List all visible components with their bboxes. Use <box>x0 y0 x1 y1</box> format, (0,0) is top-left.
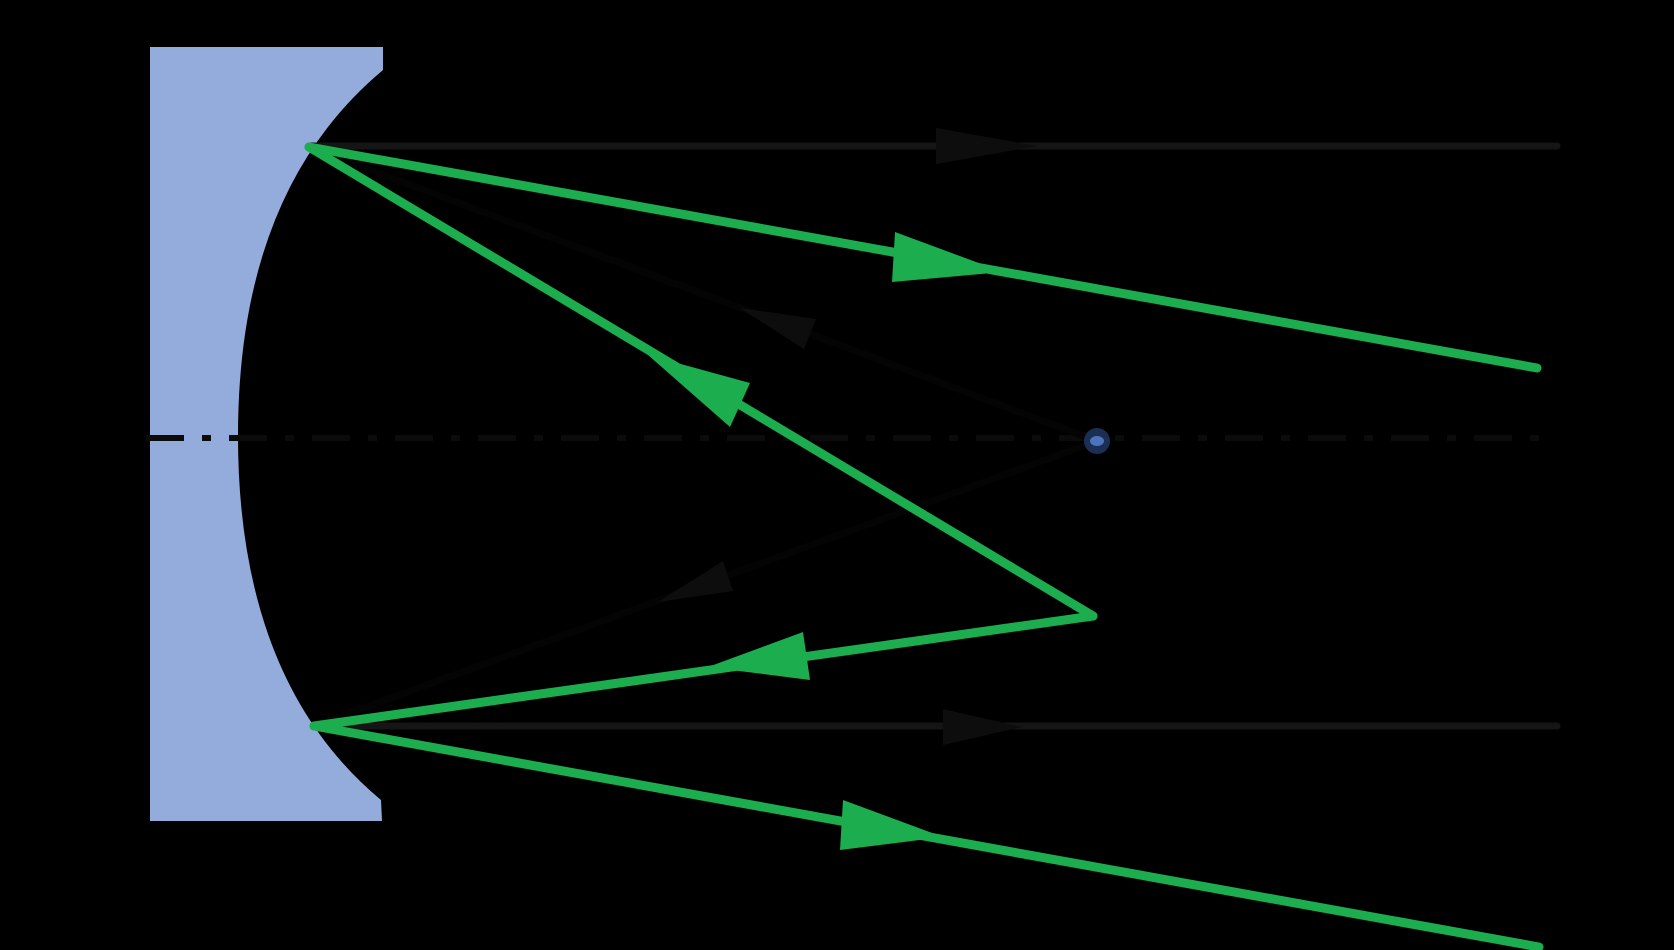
green-arrowhead-reflected-bottom-icon <box>840 800 943 850</box>
black-arrowhead-top-parallel-icon <box>936 128 1037 164</box>
green-incident-ray-bottom <box>309 611 1098 731</box>
concave-mirror <box>150 47 383 821</box>
black-arrowhead-bottom-parallel-icon <box>943 709 1022 745</box>
focal-point-marker-center <box>1090 436 1104 446</box>
black-arrowhead-focal-top-icon <box>740 308 816 349</box>
green-arrowhead-reflected-top-icon <box>892 232 1003 282</box>
green-arrowhead-incident-bottom-icon <box>708 632 810 680</box>
black-arrowhead-focal-bottom-icon <box>658 561 733 602</box>
focal-incident-ray-top <box>305 143 1101 445</box>
green-arrowhead-incident-top-icon <box>648 355 750 427</box>
